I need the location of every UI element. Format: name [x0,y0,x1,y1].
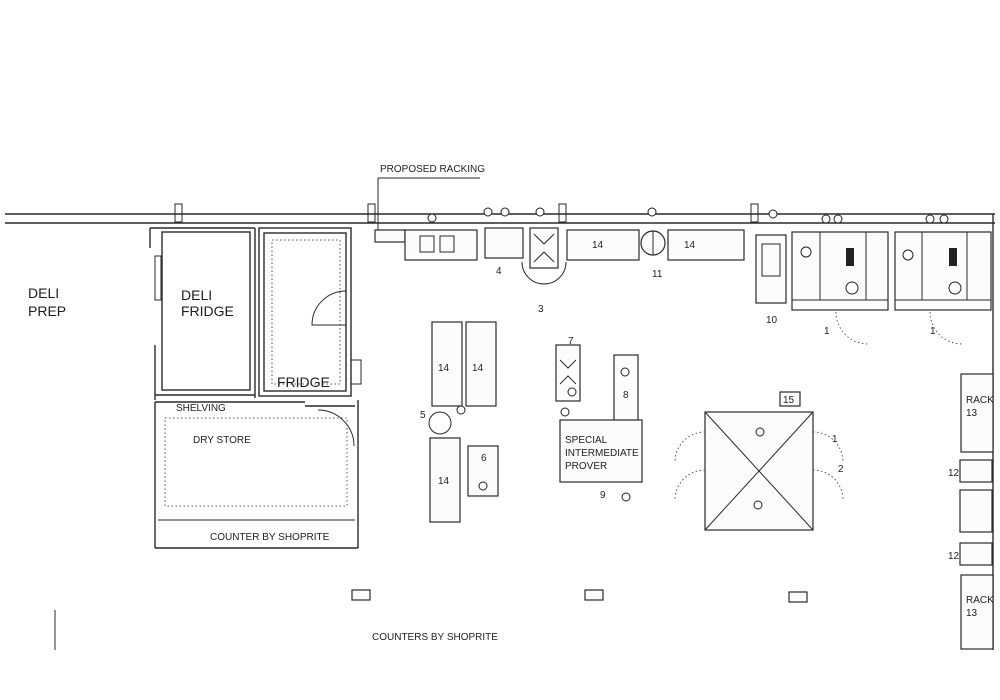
label-shelving: SHELVING [176,403,226,414]
equipment-8 [613,354,639,422]
oven-unit-left [791,231,889,345]
label-rack-13-top-2: 13 [966,408,978,419]
number-1-b: 1 [930,326,936,337]
number-3: 3 [538,304,544,315]
equipment-15 [779,391,801,407]
table-14-a [431,321,463,407]
label-special-prover-2: INTERMEDIATE [565,448,639,459]
deli-fridge-room [149,227,256,400]
label-counter-by-shoprite: COUNTER BY SHOPRITE [210,532,330,543]
number-8: 8 [623,390,629,401]
number-14-b: 14 [472,363,484,374]
counter-marker-c [788,591,808,603]
label-special-prover-3: PROVER [565,461,607,472]
label-counters-by-shoprite: COUNTERS BY SHOPRITE [372,632,498,643]
table-14-c [429,437,461,523]
number-14-top-b: 14 [684,240,696,251]
label-special-prover-1: SPECIAL [565,435,608,446]
dry-store-room [154,400,359,549]
label-deli-prep-2: PREP [28,303,66,319]
equipment-12-b [959,542,993,566]
number-1-a: 1 [824,326,830,337]
outer-wall-top [5,203,995,224]
number-2: 2 [838,464,844,475]
rack-13-bottom [960,574,994,650]
number-1-c: 1 [832,434,838,445]
label-deli-fridge-2: FRIDGE [181,303,234,319]
equipment-14-top-a [566,229,640,261]
number-10: 10 [766,315,778,326]
number-12-a: 12 [948,468,960,479]
equipment-14-top-b [667,229,745,261]
table-14-b [465,321,497,407]
number-15: 15 [783,395,795,406]
sink-unit [404,229,478,261]
label-rack-13-bottom-1: RACK [966,595,994,606]
equipment-5 [428,411,452,435]
equipment-4 [484,227,524,259]
oven-unit-right [894,231,992,345]
number-4: 4 [496,266,502,277]
number-14-top-a: 14 [592,240,604,251]
equipment-10 [755,234,787,304]
counter-marker-b [584,589,604,601]
number-14-c: 14 [438,476,450,487]
right-cabinet [959,489,993,533]
number-5: 5 [420,410,426,421]
number-6: 6 [481,453,487,464]
label-dry-store: DRY STORE [193,435,251,446]
number-11: 11 [652,269,663,280]
label-rack-13-top-1: RACK [966,395,994,406]
label-deli-prep-1: DELI [28,285,59,301]
label-deli-fridge-1: DELI [181,287,212,303]
rack-13-top [960,373,994,453]
number-12-b: 12 [948,551,960,562]
number-9: 9 [600,490,606,501]
label-rack-13-bottom-2: 13 [966,608,978,619]
proposed-racking [374,229,406,243]
fridge-room [258,227,362,397]
counter-marker-a [351,589,371,601]
special-intermediate-prover [559,419,643,483]
number-14-a: 14 [438,363,450,374]
equipment-12-a [959,459,993,483]
equipment-row [404,227,787,304]
electrical-symbols [427,207,949,510]
label-proposed-racking: PROPOSED RACKING [380,164,485,175]
label-fridge: FRIDGE [277,374,330,390]
number-7: 7 [568,336,574,347]
